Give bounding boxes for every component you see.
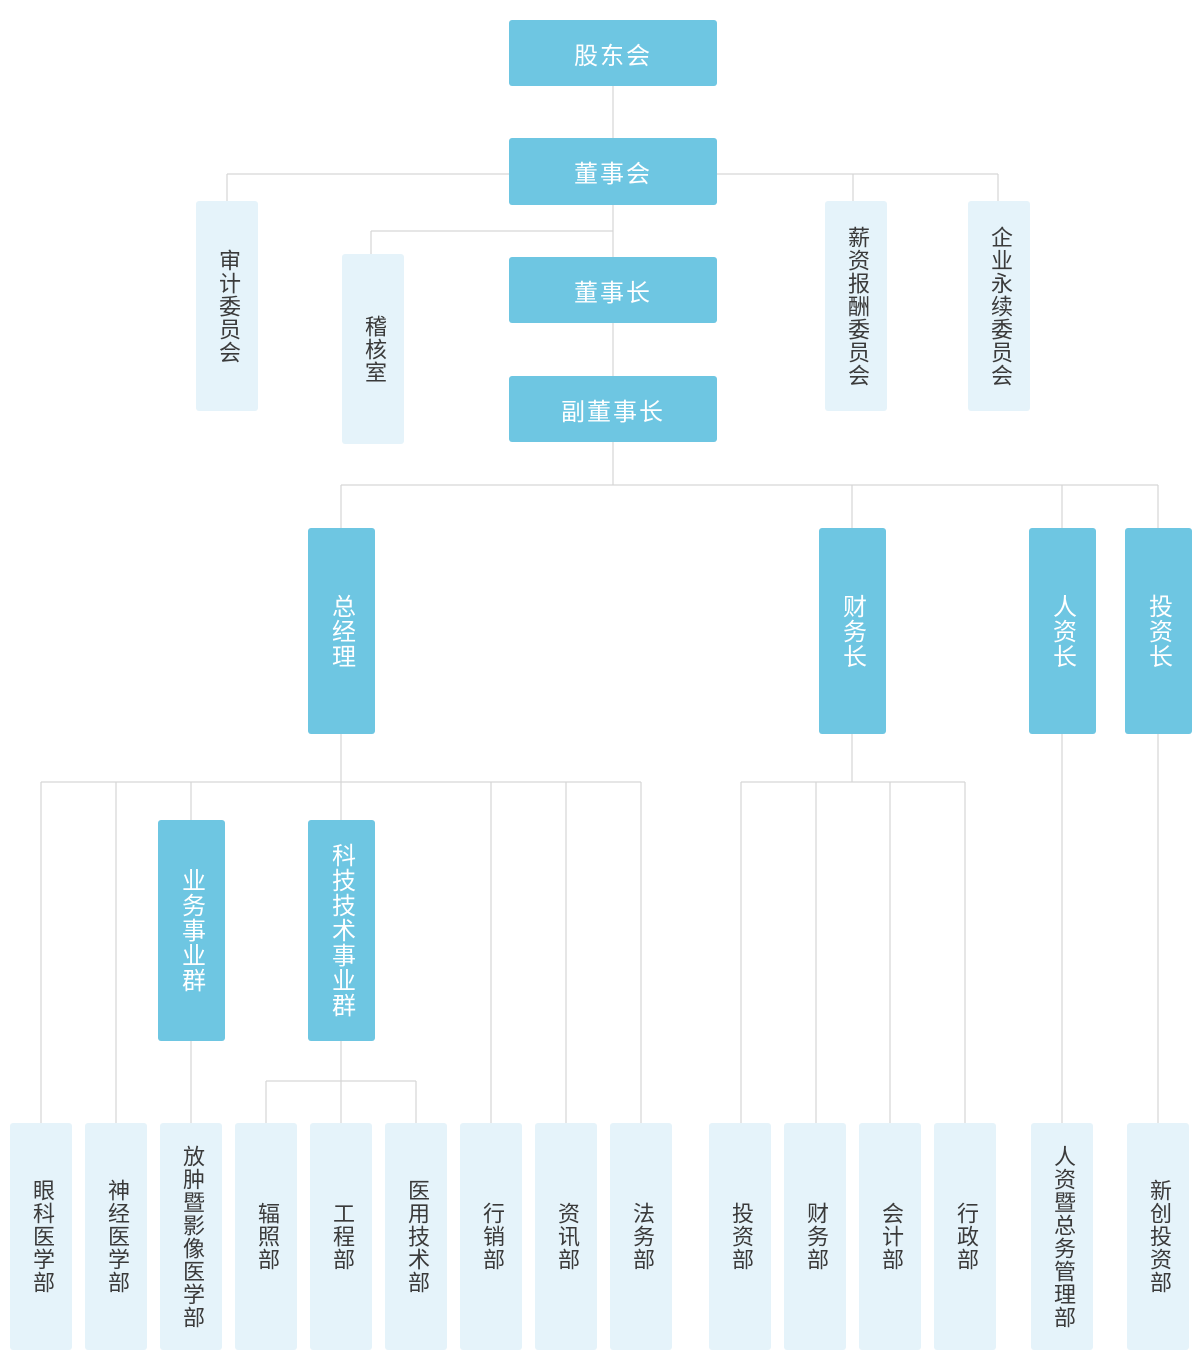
node-label: 业务事业群 bbox=[177, 868, 206, 993]
node-label: 董事长 bbox=[574, 278, 652, 307]
node-engineering: 工程部 bbox=[310, 1123, 372, 1350]
node-investment-chief: 投资长 bbox=[1125, 528, 1192, 734]
node-label: 辐照部 bbox=[254, 1202, 279, 1271]
node-radiology-imaging: 放肿暨影像医学部 bbox=[160, 1123, 222, 1350]
node-label: 股东会 bbox=[574, 41, 652, 70]
node-label: 人资暨总务管理部 bbox=[1050, 1144, 1075, 1329]
node-hr-admin: 人资暨总务管理部 bbox=[1031, 1123, 1093, 1350]
node-radiation: 辐照部 bbox=[235, 1123, 297, 1350]
node-tech-group: 科技技术事业群 bbox=[308, 820, 375, 1041]
node-label: 总经理 bbox=[327, 593, 356, 669]
node-label: 科技技术事业群 bbox=[327, 843, 356, 1018]
node-compensation-committee: 薪资报酬委员会 bbox=[825, 201, 887, 411]
node-label: 神经医学部 bbox=[104, 1179, 129, 1294]
node-finance-dept: 财务部 bbox=[784, 1123, 846, 1350]
node-label: 董事会 bbox=[574, 160, 652, 188]
node-label: 财务长 bbox=[838, 593, 867, 669]
node-marketing: 行销部 bbox=[460, 1123, 522, 1350]
node-ophthalmology: 眼科医学部 bbox=[10, 1123, 72, 1350]
node-hr-chief: 人资长 bbox=[1029, 528, 1096, 734]
node-label: 薪资报酬委员会 bbox=[844, 225, 869, 387]
node-investment-dept: 投资部 bbox=[709, 1123, 771, 1350]
node-label: 会计部 bbox=[878, 1202, 903, 1271]
node-administration: 行政部 bbox=[934, 1123, 996, 1350]
node-business-group: 业务事业群 bbox=[158, 820, 225, 1041]
node-label: 放肿暨影像医学部 bbox=[179, 1144, 204, 1329]
node-label: 医用技术部 bbox=[404, 1179, 429, 1294]
node-label: 新创投资部 bbox=[1146, 1179, 1171, 1294]
node-neurology: 神经医学部 bbox=[85, 1123, 147, 1350]
node-label: 审计委员会 bbox=[215, 248, 240, 364]
node-new-venture: 新创投资部 bbox=[1127, 1123, 1189, 1350]
node-label: 投资长 bbox=[1144, 593, 1173, 669]
node-vice-chairman: 副董事长 bbox=[509, 376, 717, 442]
node-label: 企业永续委员会 bbox=[987, 225, 1012, 387]
node-audit-office: 稽核室 bbox=[342, 254, 404, 444]
node-accounting: 会计部 bbox=[859, 1123, 921, 1350]
node-it: 资讯部 bbox=[535, 1123, 597, 1350]
node-board: 董事会 bbox=[509, 138, 717, 205]
node-label: 副董事长 bbox=[561, 397, 665, 426]
node-audit-committee: 审计委员会 bbox=[196, 201, 258, 411]
node-label: 财务部 bbox=[803, 1202, 828, 1271]
node-chairman: 董事长 bbox=[509, 257, 717, 323]
node-label: 行销部 bbox=[479, 1202, 504, 1271]
node-label: 法务部 bbox=[629, 1202, 654, 1271]
node-general-manager: 总经理 bbox=[308, 528, 375, 734]
node-label: 资讯部 bbox=[554, 1202, 579, 1271]
node-label: 投资部 bbox=[728, 1202, 753, 1271]
node-label: 行政部 bbox=[953, 1202, 978, 1271]
node-legal: 法务部 bbox=[610, 1123, 672, 1350]
node-shareholders: 股东会 bbox=[509, 20, 717, 86]
node-medical-tech: 医用技术部 bbox=[385, 1123, 447, 1350]
node-cfo: 财务长 bbox=[819, 528, 886, 734]
node-label: 眼科医学部 bbox=[29, 1179, 54, 1294]
node-sustainability-committee: 企业永续委员会 bbox=[968, 201, 1030, 411]
node-label: 人资长 bbox=[1048, 593, 1077, 669]
node-label: 工程部 bbox=[329, 1202, 354, 1271]
node-label: 稽核室 bbox=[361, 314, 386, 384]
